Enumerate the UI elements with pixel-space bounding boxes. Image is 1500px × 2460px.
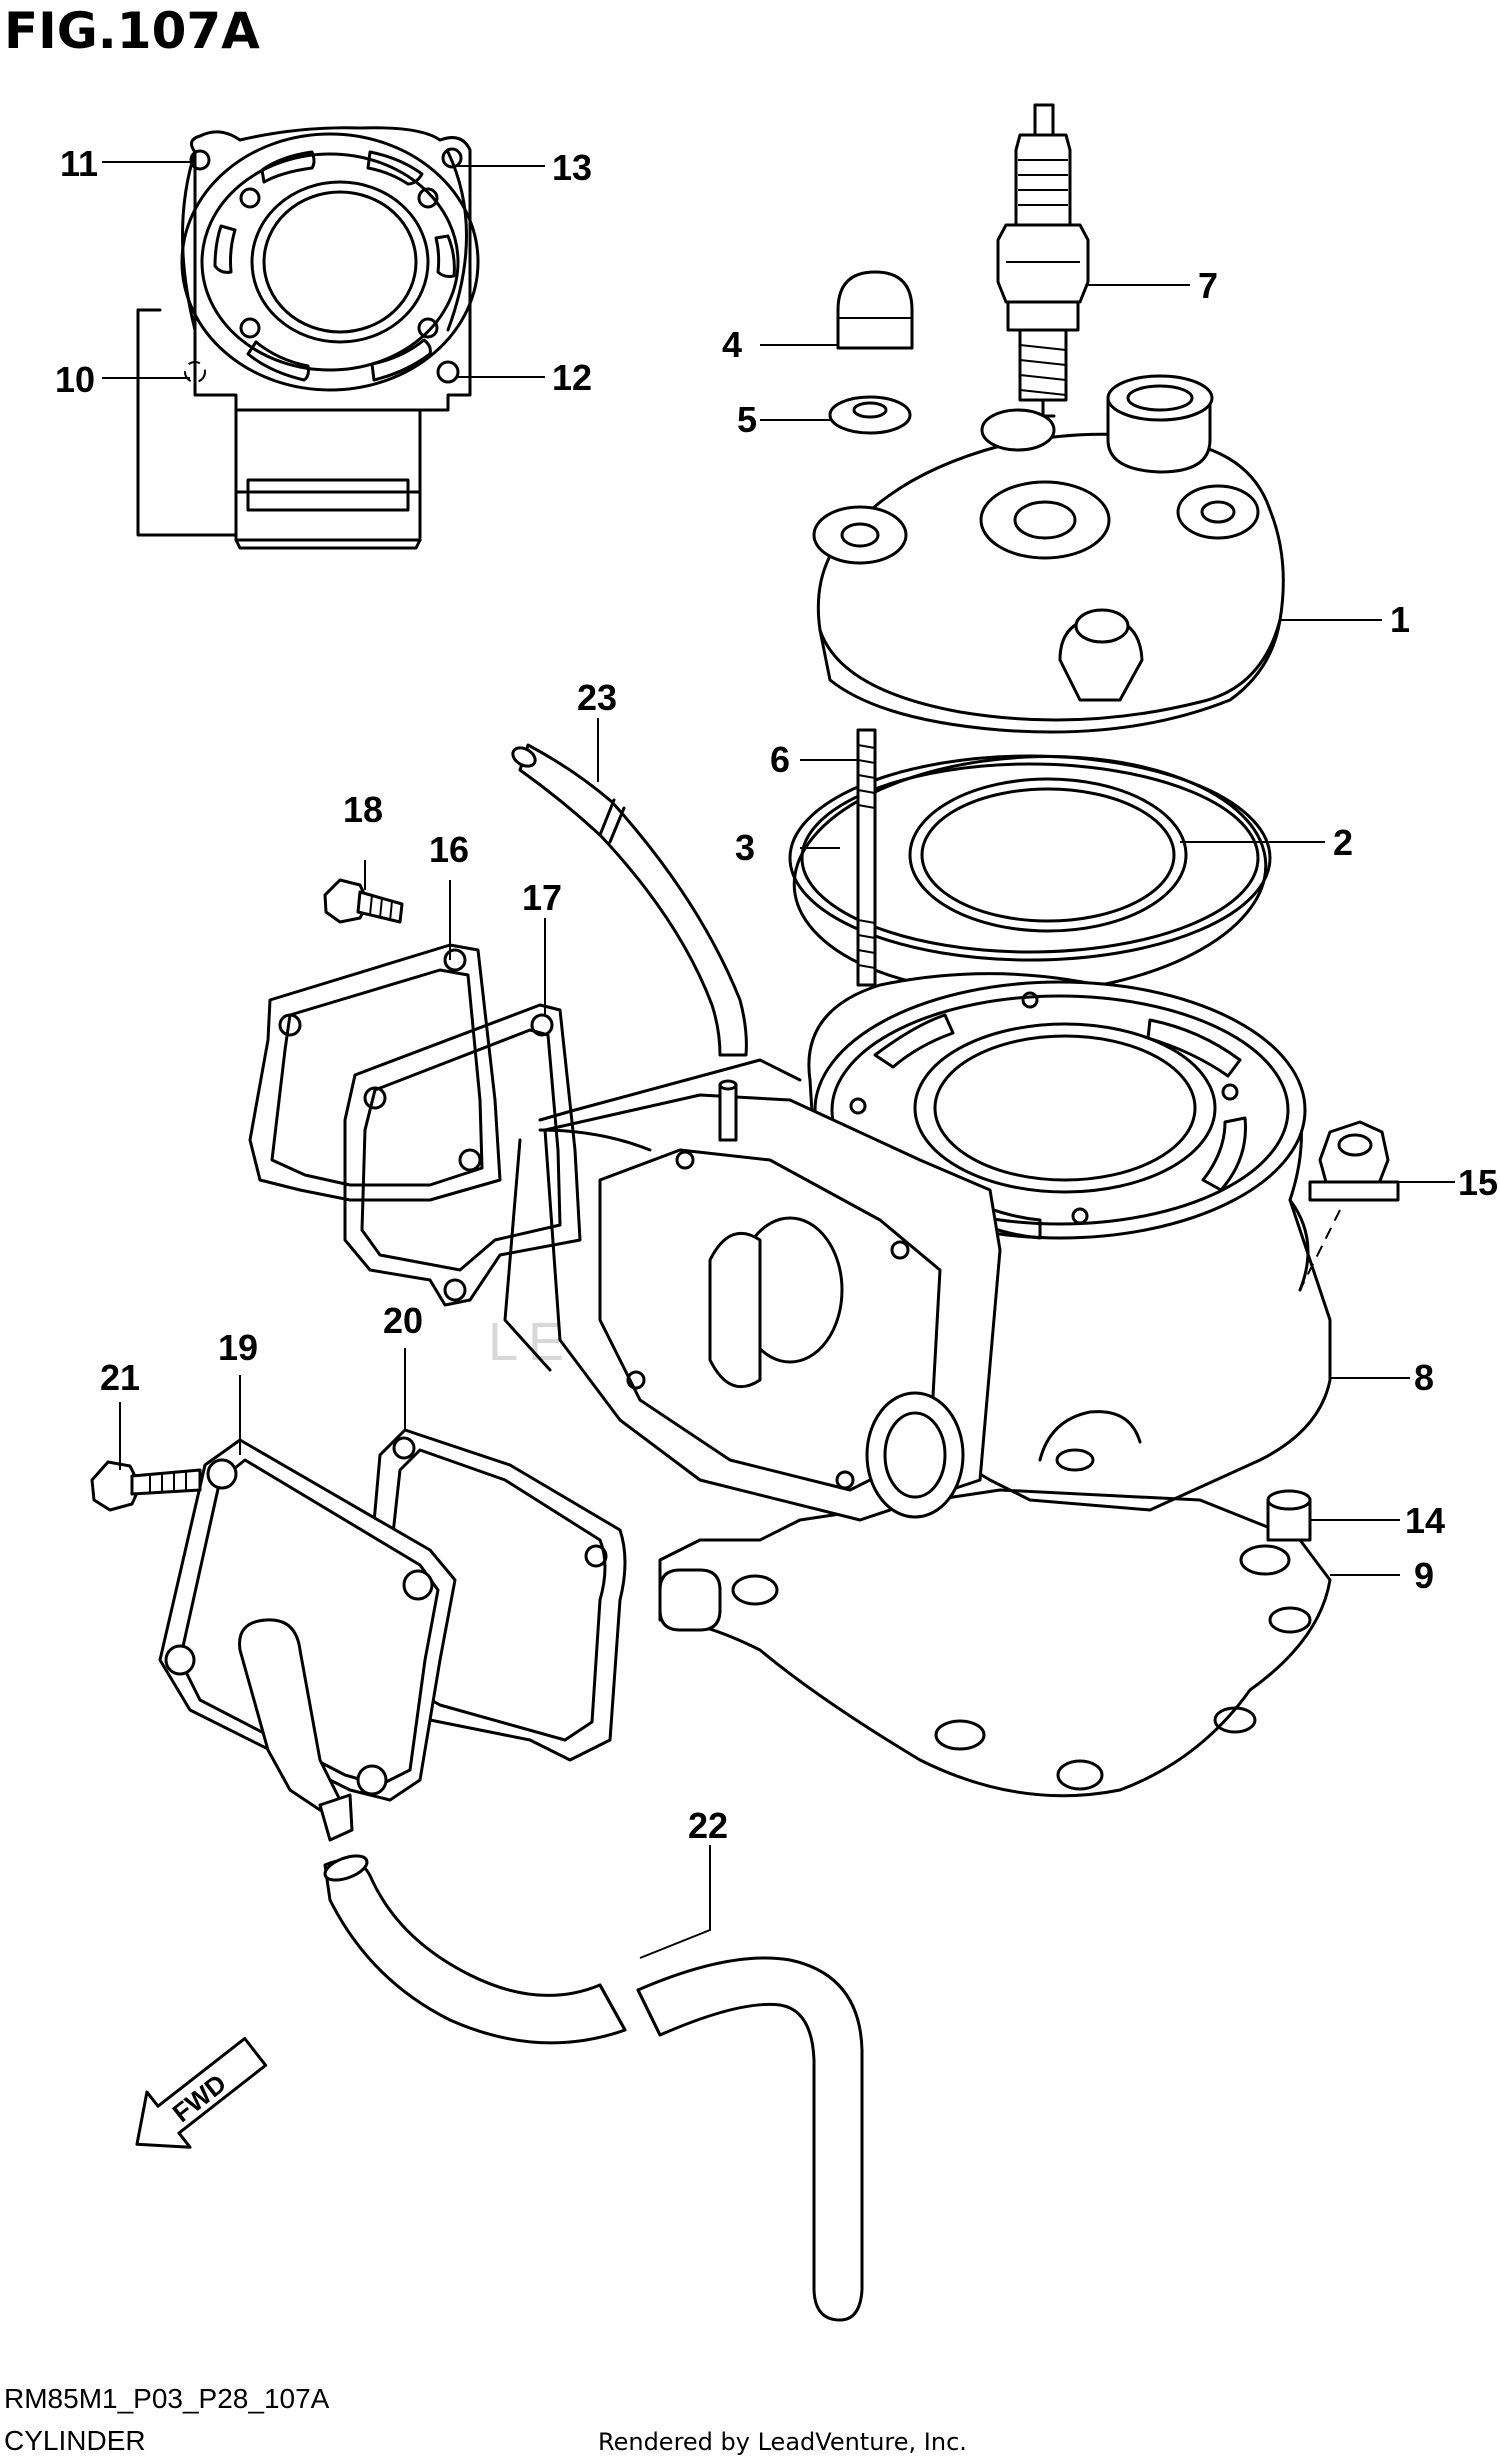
flange-nut bbox=[1299, 1120, 1400, 1291]
base-gasket bbox=[658, 1488, 1332, 1798]
callout-22: 22 bbox=[688, 1805, 728, 1846]
callout-18: 18 bbox=[343, 789, 383, 830]
reed-block bbox=[503, 1058, 802, 1372]
inset-head-gasket bbox=[136, 126, 480, 550]
callout-15: 15 bbox=[1458, 1162, 1498, 1203]
callout-6: 6 bbox=[770, 739, 790, 780]
callout-7: 7 bbox=[1198, 265, 1218, 306]
intake-port bbox=[543, 1093, 1002, 1522]
callout-9: 9 bbox=[1414, 1555, 1434, 1596]
callout-20: 20 bbox=[383, 1300, 423, 1341]
breather-nipple bbox=[718, 1079, 738, 1142]
figure-name: CYLINDER bbox=[4, 2425, 146, 2456]
cap-nut bbox=[836, 270, 914, 350]
cylinder-head bbox=[812, 374, 1285, 734]
reed-bolt bbox=[323, 878, 404, 924]
reed-gasket-inner bbox=[343, 1003, 582, 1307]
callout-14: 14 bbox=[1405, 1500, 1445, 1541]
callout-10: 10 bbox=[55, 359, 95, 400]
cover-bolt bbox=[90, 1460, 202, 1512]
callout-12: 12 bbox=[552, 357, 592, 398]
stud-bolt bbox=[856, 728, 877, 987]
render-credit: Rendered by LeadVenture, Inc. bbox=[598, 2428, 967, 2456]
dowel-pin bbox=[1266, 1489, 1312, 1542]
washer bbox=[828, 395, 912, 435]
callout-17: 17 bbox=[522, 877, 562, 918]
callout-5: 5 bbox=[737, 399, 757, 440]
callout-8: 8 bbox=[1414, 1357, 1434, 1398]
exhaust-valve-cover bbox=[158, 1438, 457, 1842]
figure-code: RM85M1_P03_P28_107A bbox=[4, 2383, 330, 2414]
exhaust-valve-gasket bbox=[358, 1428, 627, 1762]
callout-23: 23 bbox=[577, 677, 617, 718]
callout-19: 19 bbox=[218, 1327, 258, 1368]
callout-1: 1 bbox=[1390, 599, 1410, 640]
callout-21: 21 bbox=[100, 1357, 140, 1398]
figure-title: FIG.107A bbox=[4, 2, 260, 60]
leader-lines bbox=[102, 161, 1455, 1959]
callout-3: 3 bbox=[735, 827, 755, 868]
breather-hose bbox=[511, 743, 748, 1057]
callout-2: 2 bbox=[1333, 822, 1353, 863]
exhaust-hose bbox=[323, 1854, 864, 2322]
callout-16: 16 bbox=[429, 829, 469, 870]
callout-13: 13 bbox=[552, 147, 592, 188]
reed-gasket-outer bbox=[248, 943, 502, 1202]
fwd-arrow-icon: FWD bbox=[135, 2037, 268, 2149]
callout-11: 11 bbox=[60, 143, 98, 184]
callout-labels: 11 13 10 12 4 5 7 1 2 6 3 23 18 16 17 15… bbox=[55, 143, 1498, 1846]
callout-4: 4 bbox=[722, 324, 742, 365]
spark-plug bbox=[996, 103, 1090, 418]
